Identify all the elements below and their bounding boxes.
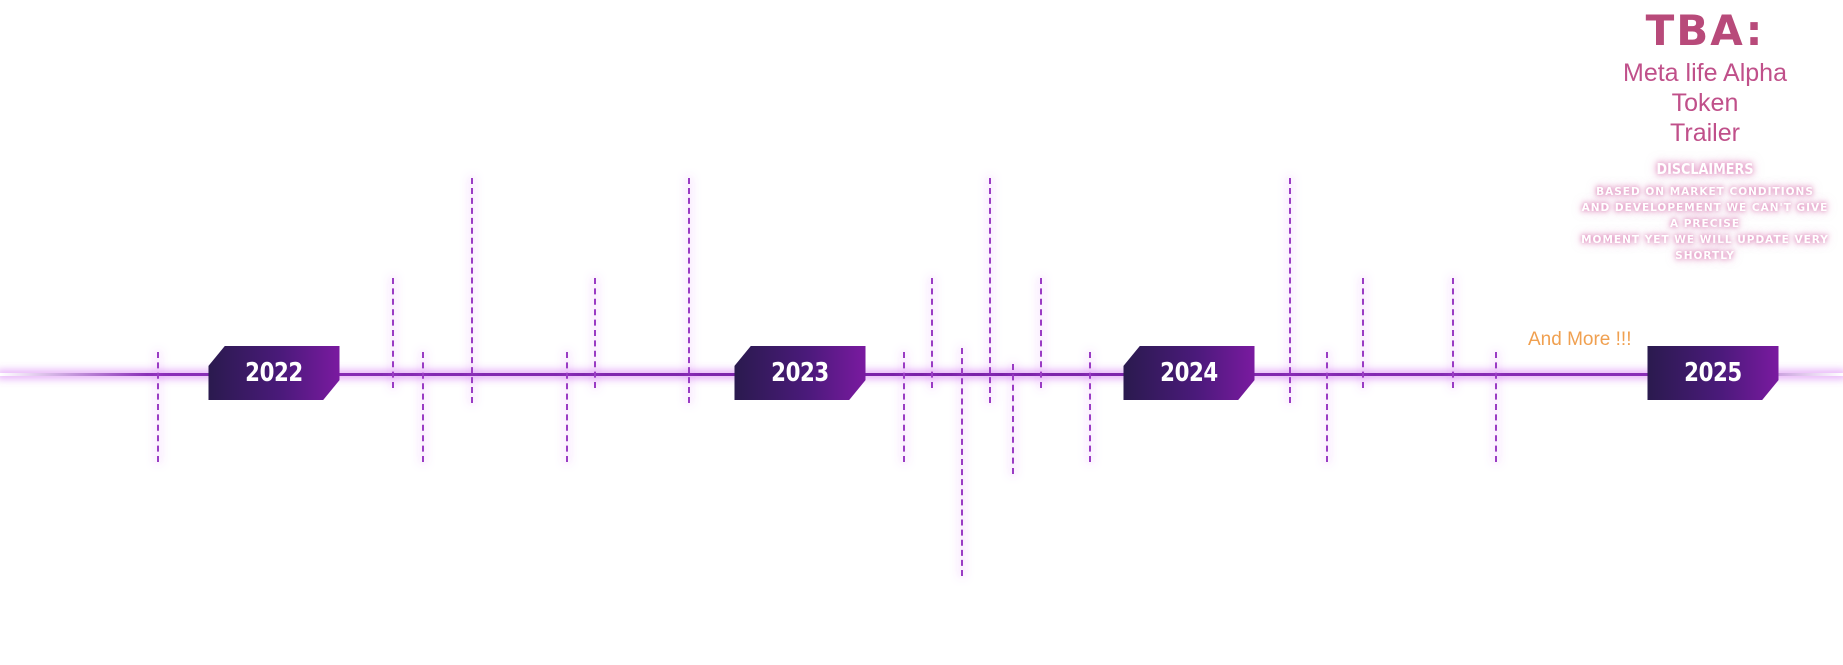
year-badge-2023: 2023 [734, 346, 865, 400]
timeline-tick [1040, 278, 1042, 388]
timeline-tick [688, 178, 690, 403]
tba-subtitle-line: Meta life Alpha [1623, 59, 1787, 88]
and-more-label: And More !!! [1528, 329, 1632, 350]
timeline-tick [392, 278, 394, 388]
timeline-tick [1362, 278, 1364, 388]
tba-title: TBA: [1645, 6, 1765, 55]
timeline-tick [157, 352, 159, 462]
timeline-tick [1326, 352, 1328, 462]
timeline-tick [989, 178, 991, 403]
timeline-tick [931, 278, 933, 388]
timeline-tick [1012, 364, 1014, 474]
timeline-tick [1495, 352, 1497, 462]
timeline-tick [961, 348, 963, 576]
timeline-tick [1452, 278, 1454, 388]
tba-panel: TBA: Meta life Alpha Token Trailer DISCL… [1580, 6, 1830, 264]
timeline-tick [1289, 178, 1291, 403]
timeline-tick [1089, 352, 1091, 462]
timeline-tick [594, 278, 596, 388]
disclaimer-title: DISCLAIMERS [1656, 160, 1754, 179]
year-badge-2025: 2025 [1647, 346, 1778, 400]
timeline-axis [0, 373, 1843, 376]
timeline-tick [903, 352, 905, 462]
tba-subtitle-line: Token [1671, 89, 1739, 118]
tba-subtitle: Meta life Alpha Token Trailer [1580, 58, 1830, 148]
disclaimer-text: BASED ON MARKET CONDITIONS AND DEVELOPEM… [1581, 186, 1829, 263]
timeline-tick [471, 178, 473, 403]
year-badge-2024: 2024 [1123, 346, 1254, 400]
tba-subtitle-line: Trailer [1670, 119, 1740, 148]
year-badge-2022: 2022 [208, 346, 339, 400]
timeline-tick [422, 352, 424, 462]
timeline-tick [566, 352, 568, 462]
